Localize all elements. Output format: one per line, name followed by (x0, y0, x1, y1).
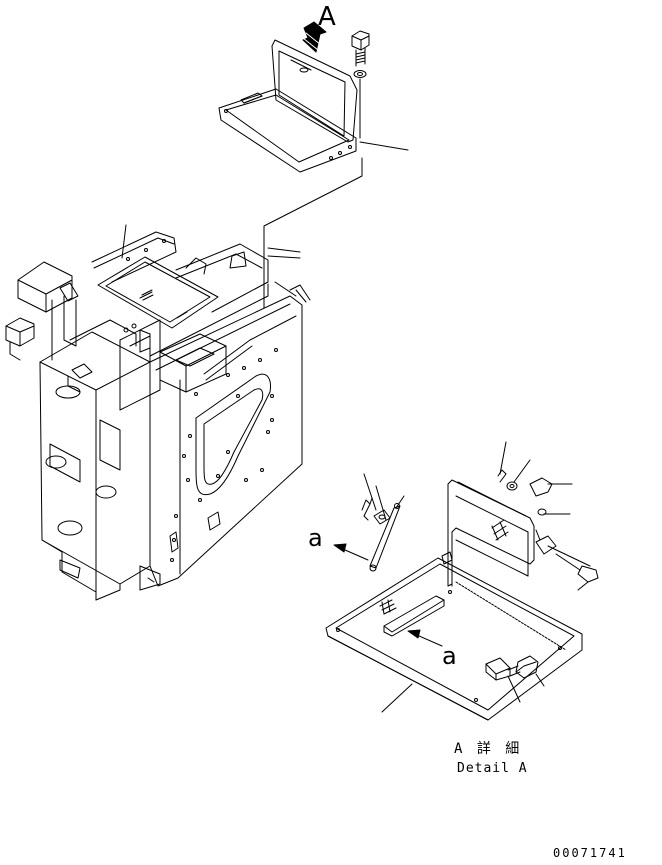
direction-arrow-icon (333, 543, 369, 561)
top-cover-assembly (218, 21, 409, 173)
arrow-label-a: a (308, 524, 323, 552)
detail-bolt-icon (507, 655, 539, 679)
view-arrow-icon (302, 21, 327, 53)
stay-rod (369, 503, 401, 572)
latch-icon (485, 657, 511, 681)
frame-top-opening (97, 256, 219, 329)
detail-washer-icon (373, 509, 391, 525)
direction-arrow-icon (407, 629, 443, 647)
cover-plate (218, 88, 357, 173)
drawing-number: 00071741 (553, 846, 627, 860)
leader-lines (363, 441, 589, 713)
main-frame (5, 224, 311, 601)
cover-lid (271, 39, 358, 143)
detail-plate (325, 557, 583, 721)
washer-icon (353, 70, 367, 78)
connection-line (263, 157, 363, 309)
detail-caption-en: Detail A (457, 761, 528, 776)
frame-side-panel (149, 295, 303, 587)
lock-pin-icon (361, 497, 373, 521)
detail-a-assembly (325, 469, 599, 721)
bolt-icon (351, 30, 370, 67)
arrow-label-a: a (442, 642, 457, 670)
view-arrow-label: A (318, 2, 336, 32)
detail-caption-jp: A 詳 細 (454, 741, 523, 757)
